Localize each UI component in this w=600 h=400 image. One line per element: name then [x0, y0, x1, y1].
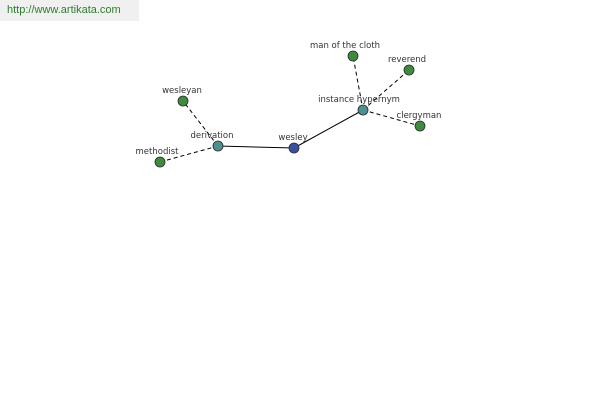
node-wesley[interactable]	[288, 142, 300, 154]
node-label-reverend[interactable]: reverend	[388, 55, 426, 65]
node-wesleyan[interactable]	[177, 95, 189, 107]
edge-wesley-derivation	[217, 145, 295, 149]
edge-instance-hypernym-man-of-the-cloth	[352, 55, 364, 111]
graph-labels: wesley derivation instance hypernym wesleya…	[136, 41, 442, 157]
node-label-methodist[interactable]: methodist	[136, 147, 180, 157]
graph-nodes	[154, 50, 426, 168]
node-derivation[interactable]	[212, 140, 224, 152]
graph-edges	[159, 55, 421, 163]
node-label-instance-hypernym[interactable]: instance hypernym	[318, 95, 400, 105]
node-label-wesley[interactable]: wesley	[278, 133, 307, 143]
node-label-man-of-the-cloth[interactable]: man of the cloth	[310, 41, 380, 51]
node-clergyman[interactable]	[414, 120, 426, 132]
edge-derivation-wesleyan	[182, 100, 219, 147]
node-label-derivation[interactable]: derivation	[190, 131, 233, 141]
node-methodist[interactable]	[154, 156, 166, 168]
edge-instance-hypernym-clergyman	[362, 109, 421, 127]
node-reverend[interactable]	[403, 64, 415, 76]
node-label-clergyman[interactable]: clergyman	[397, 111, 442, 121]
edge-instance-hypernym-reverend	[362, 69, 410, 111]
node-label-wesleyan[interactable]: wesleyan	[162, 86, 202, 96]
source-url[interactable]: http://www.artikata.com	[0, 0, 139, 21]
edge-derivation-methodist	[159, 145, 219, 163]
node-instance-hypernym[interactable]	[357, 104, 369, 116]
edge-wesley-instance-hypernym	[293, 109, 364, 149]
node-man-of-the-cloth[interactable]	[347, 50, 359, 62]
